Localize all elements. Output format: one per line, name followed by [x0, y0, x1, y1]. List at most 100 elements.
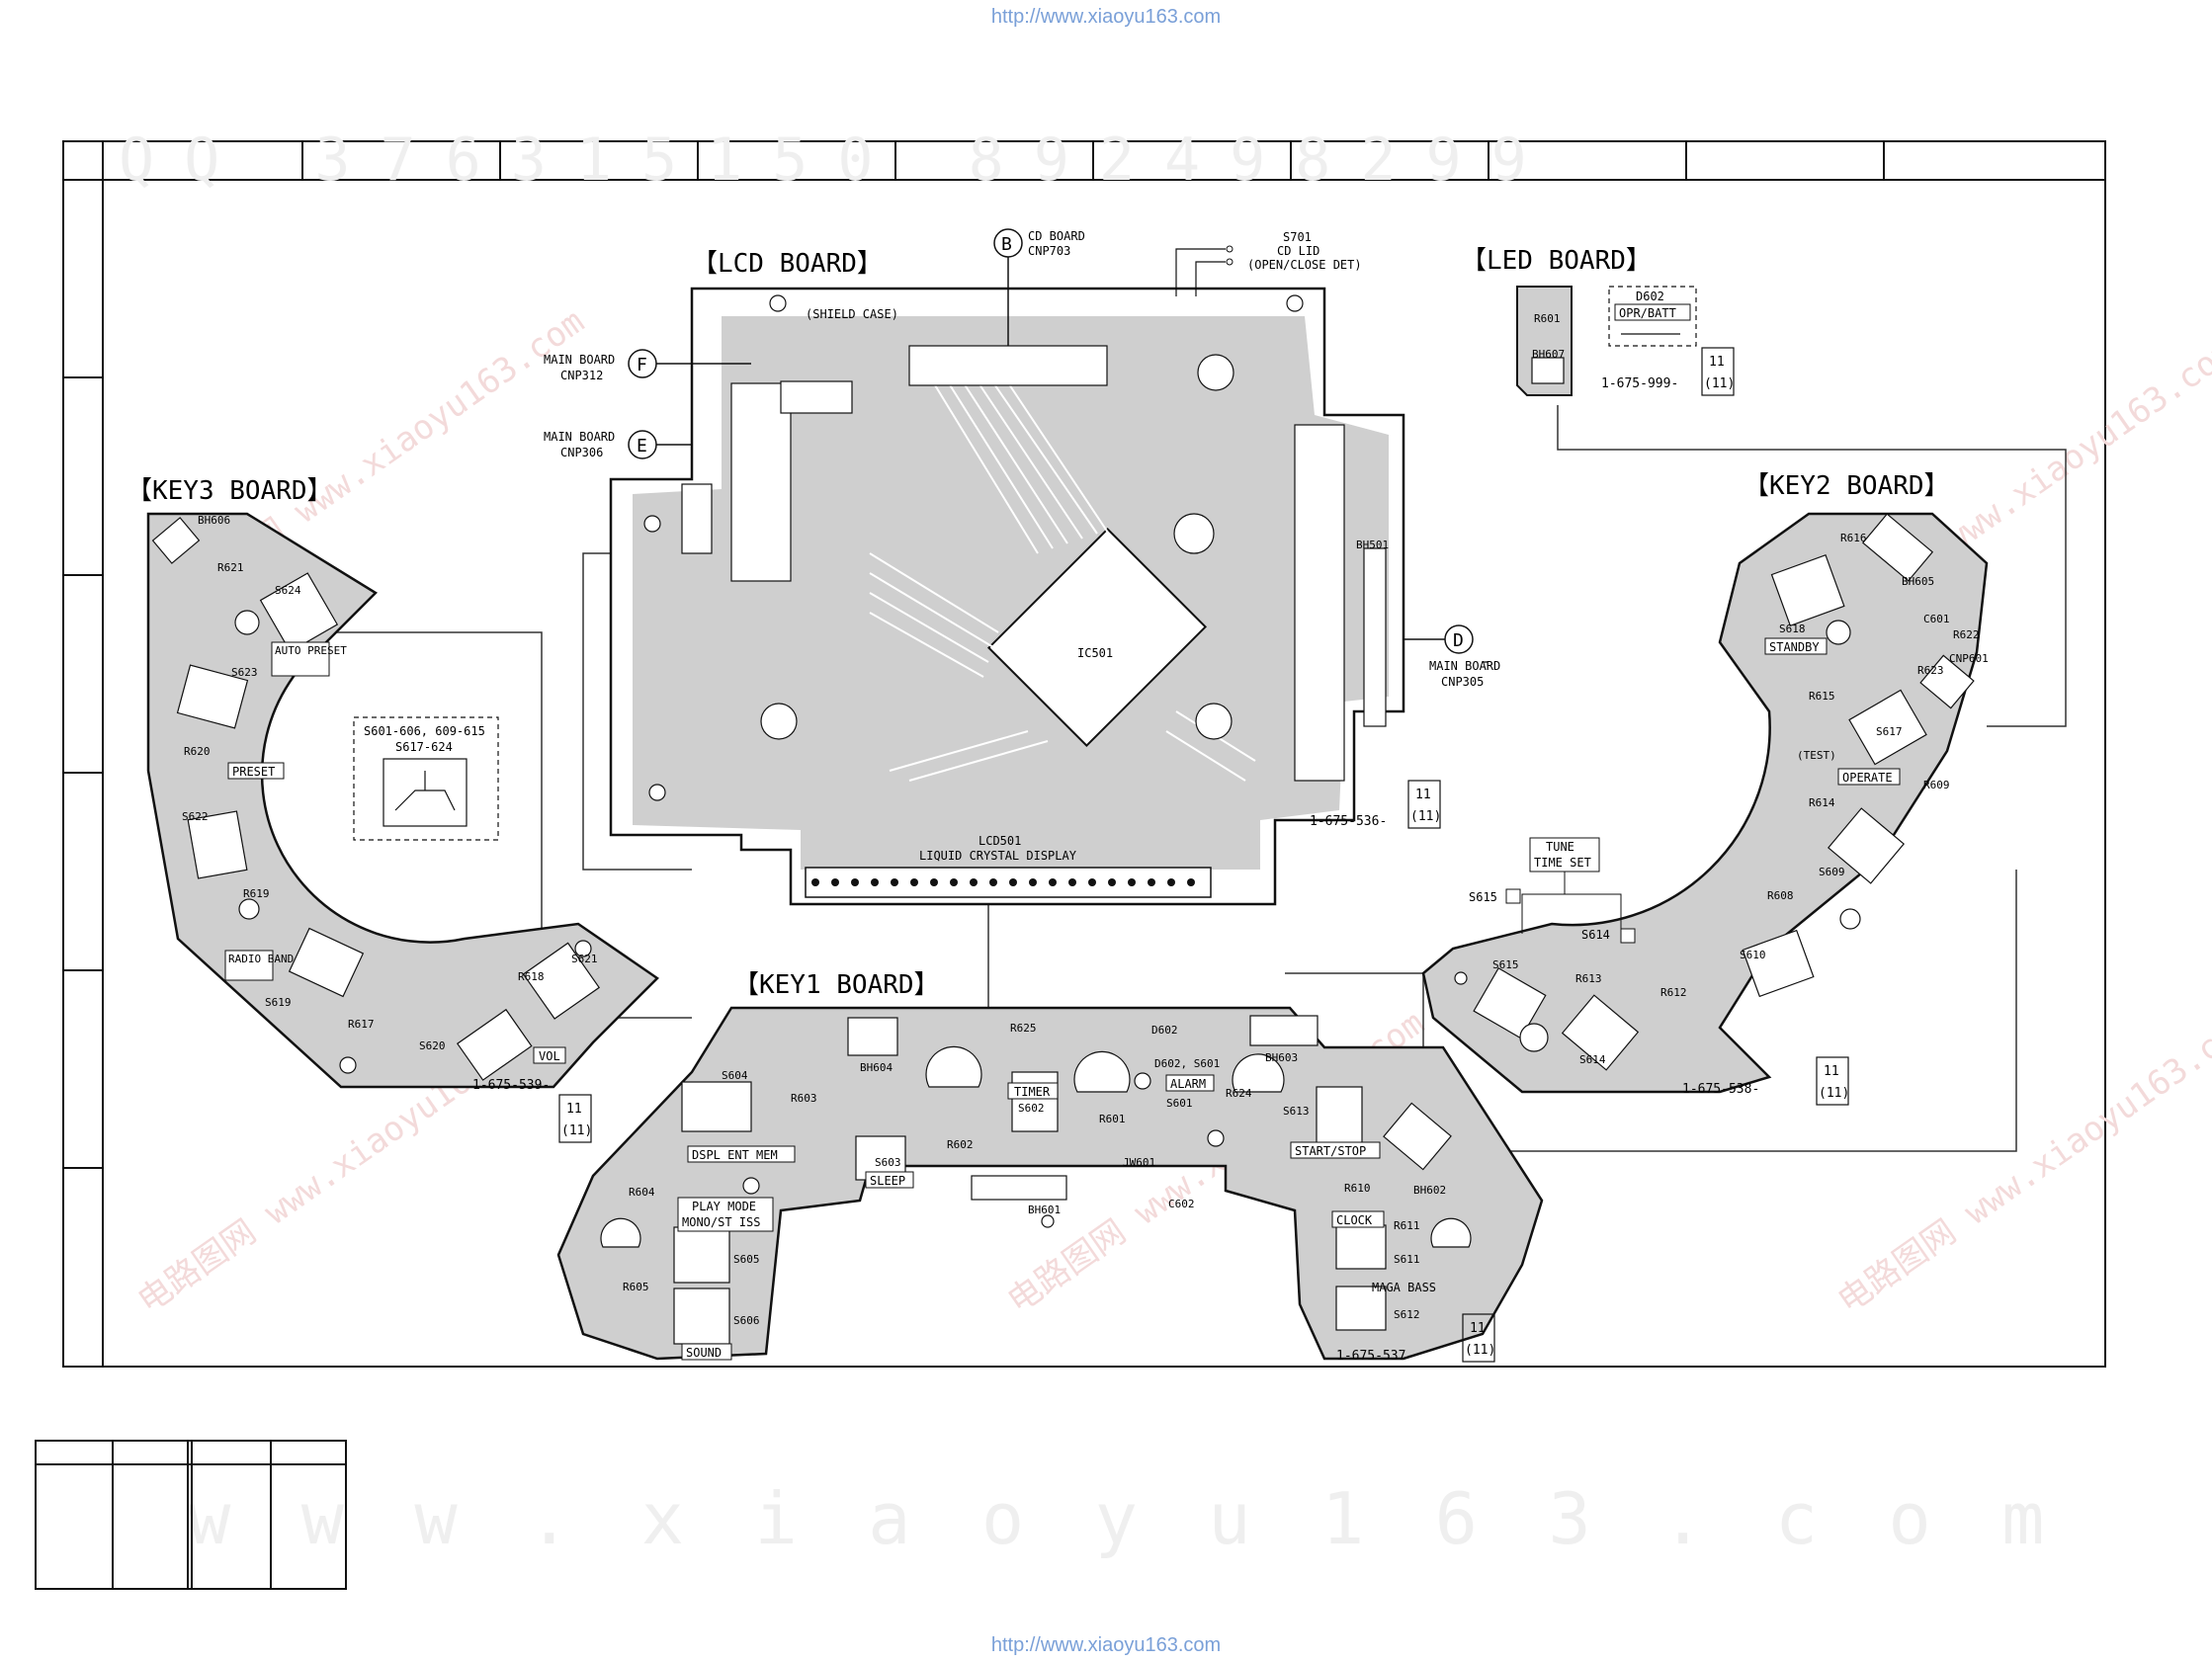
key1-label-s602: S602 — [1018, 1102, 1045, 1115]
lcd-part-number: 1-675-536- — [1310, 814, 1387, 829]
key1-clock: CLOCK — [1336, 1213, 1373, 1227]
switch-legend-line1: S601-606, 609-615 — [364, 724, 485, 738]
connector-d-letter: D — [1453, 630, 1464, 651]
key1-label-bh604: BH604 — [860, 1061, 893, 1074]
header-url[interactable]: http://www.xiaoyu163.com — [990, 6, 1222, 28]
lcd-board-title: 【LCD BOARD】 — [692, 249, 883, 279]
key3-label-s624: S624 — [275, 584, 301, 597]
key2-label-s617: S617 — [1876, 725, 1903, 738]
key1-label-d602-s601: D602, S601 — [1154, 1057, 1220, 1070]
key1-dspl-ent-mem: DSPL ENT MEM — [692, 1148, 778, 1162]
tune-box-line2: TIME SET — [1534, 856, 1591, 870]
tune-box-line1: TUNE — [1546, 840, 1574, 854]
key2-label-r614: R614 — [1809, 796, 1835, 809]
led-r601-label: R601 — [1534, 312, 1561, 325]
key1-label-s604: S604 — [722, 1069, 748, 1082]
led-box-label: OPR/BATT — [1619, 306, 1676, 320]
connector-b-letter: B — [1001, 234, 1012, 255]
key1-label-r604: R604 — [629, 1186, 655, 1199]
key3-radio-band: RADIO BAND — [228, 953, 294, 965]
key1-label-d602: D602 — [1151, 1024, 1178, 1037]
key2-label-r612: R612 — [1660, 986, 1687, 999]
key2-label-bh605: BH605 — [1902, 575, 1934, 588]
key2-board: 【KEY2 BOARD】 STANDBY OPERATE R616 BH605 … — [1421, 471, 1989, 1106]
switch-line1: S701 — [1283, 230, 1312, 244]
key3-label-s620: S620 — [419, 1039, 446, 1052]
switch-line2: CD LID — [1277, 244, 1319, 258]
key1-label-s603: S603 — [875, 1156, 901, 1169]
key1-mono-st-iss: MONO/ST ISS — [682, 1215, 760, 1229]
connector-d-line2: CNP305 — [1441, 675, 1484, 689]
connector-d: D MAIN BOARD CNP305 — [1404, 624, 1500, 689]
key1-label-r602: R602 — [947, 1138, 974, 1151]
led-rev: 11 — [1709, 355, 1725, 370]
key1-rev: 11 — [1470, 1321, 1486, 1336]
key1-sleep: SLEEP — [870, 1174, 905, 1188]
key2-label-s614: S614 — [1579, 1053, 1606, 1066]
key2-label-test: (TEST) — [1797, 749, 1836, 762]
key2-rev2: (11) — [1819, 1086, 1849, 1101]
key3-part-number: 1-675-539- — [472, 1078, 550, 1093]
key1-label-r605: R605 — [623, 1281, 649, 1293]
key3-label-r620: R620 — [184, 745, 211, 758]
key1-sound: SOUND — [686, 1346, 722, 1360]
key1-board: 【KEY1 BOARD】 TIMER DSPL ENT MEM SLEEP AL… — [556, 970, 1544, 1364]
key3-label-bh606: BH606 — [198, 514, 230, 527]
lcd-display-label: LIQUID CRYSTAL DISPLAY — [919, 849, 1077, 863]
key1-label-s601: S601 — [1166, 1097, 1193, 1110]
key3-label-s623: S623 — [231, 666, 258, 679]
key1-board-title: 【KEY1 BOARD】 — [733, 970, 940, 1000]
page-frame — [62, 140, 2106, 1368]
key2-label-r615: R615 — [1809, 690, 1835, 703]
key1-label-c602: C602 — [1168, 1198, 1195, 1210]
connector-b: B CD BOARD CNP703 — [993, 228, 1085, 346]
lcd-shield-label: (SHIELD CASE) — [806, 307, 898, 321]
key1-label-s606: S606 — [733, 1314, 760, 1327]
key2-rev: 11 — [1824, 1064, 1839, 1079]
key1-start-stop: START/STOP — [1295, 1144, 1366, 1158]
connector-f: F MAIN BOARD CNP312 — [544, 349, 751, 382]
connector-d-line1: MAIN BOARD — [1429, 659, 1500, 673]
lcd-rev2: (11) — [1410, 809, 1441, 824]
key3-board: 【KEY3 BOARD】 AUTO PRESET PRESET RADIO BA… — [127, 476, 659, 1143]
led-board-title: 【LED BOARD】 — [1461, 246, 1652, 276]
lcd-rev: 11 — [1415, 788, 1431, 802]
led-board: 【LED BOARD】 R601 BH607 D602 OPR/BATT 1-6… — [1461, 246, 1735, 396]
watermark-top: QQ 376315150 892498299 — [119, 125, 1557, 195]
key2-label-r613: R613 — [1575, 972, 1602, 985]
connector-e-line2: CNP306 — [560, 446, 603, 459]
key3-label-r621: R621 — [217, 561, 244, 574]
key3-auto-preset: AUTO PRESET — [275, 644, 347, 657]
key2-part-number: 1-675-538- — [1682, 1082, 1759, 1097]
key3-board-title: 【KEY3 BOARD】 — [127, 476, 333, 506]
key1-label-s612: S612 — [1394, 1308, 1420, 1321]
key2-board-title: 【KEY2 BOARD】 — [1744, 471, 1950, 501]
key2-operate: OPERATE — [1842, 771, 1893, 785]
watermark-diag-3: 电路图网 www.xiaoyu163.com — [1830, 1003, 2212, 1321]
key1-label-r603: R603 — [791, 1092, 817, 1105]
key3-preset: PRESET — [232, 765, 275, 779]
key2-label-c601: C601 — [1923, 613, 1950, 625]
connector-e-line1: MAIN BOARD — [544, 430, 615, 444]
key2-label-s618: S618 — [1779, 623, 1806, 635]
tune-box: TUNE TIME SET S615 S614 — [1469, 837, 1636, 944]
key2-label-r622: R622 — [1953, 628, 1980, 641]
key1-label-r610: R610 — [1344, 1182, 1371, 1195]
key2-label-r609: R609 — [1923, 779, 1950, 791]
lcd-bh-label: BH501 — [1356, 539, 1389, 551]
footer-url[interactable]: http://www.xiaoyu163.com — [990, 1634, 1222, 1656]
key1-play-mode: PLAY MODE — [692, 1200, 756, 1213]
key1-label-r625: R625 — [1010, 1022, 1037, 1035]
key3-vol: VOL — [539, 1049, 560, 1063]
key2-label-s610: S610 — [1740, 949, 1766, 961]
key2-label-s615: S615 — [1492, 958, 1519, 971]
key3-label-s622: S622 — [182, 810, 209, 823]
key1-label-jw601: JW601 — [1123, 1156, 1155, 1169]
connector-b-line2: CNP703 — [1028, 244, 1070, 258]
key2-standby: STANDBY — [1769, 640, 1820, 654]
connector-b-line1: CD BOARD — [1028, 229, 1085, 243]
key2-label-r623: R623 — [1917, 664, 1944, 677]
switch-line3: (OPEN/CLOSE DET) — [1247, 258, 1362, 272]
key1-label-s605: S605 — [733, 1253, 760, 1266]
